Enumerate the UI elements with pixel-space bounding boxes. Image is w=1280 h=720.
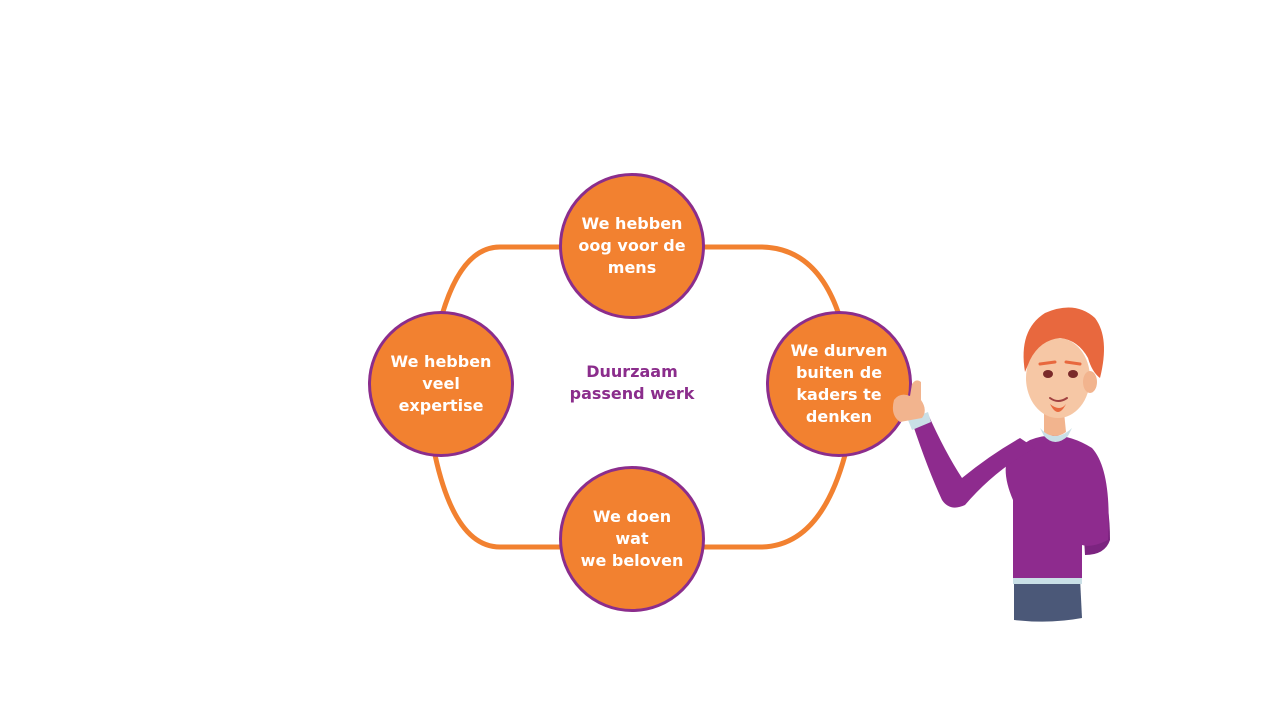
right-eye [1068, 370, 1078, 378]
pants [1014, 578, 1082, 622]
sweater [1005, 435, 1109, 578]
value-node-think-outside-box-label: We durven buiten de kaders te denken [790, 341, 888, 426]
left-eye [1043, 370, 1053, 378]
mouth [1049, 397, 1068, 402]
collar [1040, 428, 1072, 442]
value-node-people: We hebben oog voor de mens [559, 173, 705, 319]
connector-line [432, 244, 848, 550]
ear [1083, 371, 1097, 393]
brows [1038, 360, 1082, 366]
hair [1023, 307, 1104, 378]
value-node-think-outside-box: We durven buiten de kaders te denken [766, 311, 912, 457]
center-label: Duurzaam passend werk [569, 362, 695, 403]
value-node-expertise-label: We hebben veel expertise [390, 352, 492, 415]
face [1026, 338, 1090, 418]
value-node-keep-promises-label: We doen wat we beloven [580, 507, 684, 570]
value-node-expertise: We hebben veel expertise [368, 311, 514, 457]
shirt-cuff [908, 412, 931, 430]
thumbs-up-hand [892, 380, 925, 422]
value-node-people-label: We hebben oog voor de mens [578, 214, 686, 277]
value-node-keep-promises: We doen wat we beloven [559, 466, 705, 612]
raised-arm [912, 414, 1035, 508]
beard [1050, 404, 1066, 412]
thumbs-up-person-illustration [892, 307, 1110, 622]
neck [1044, 412, 1066, 436]
